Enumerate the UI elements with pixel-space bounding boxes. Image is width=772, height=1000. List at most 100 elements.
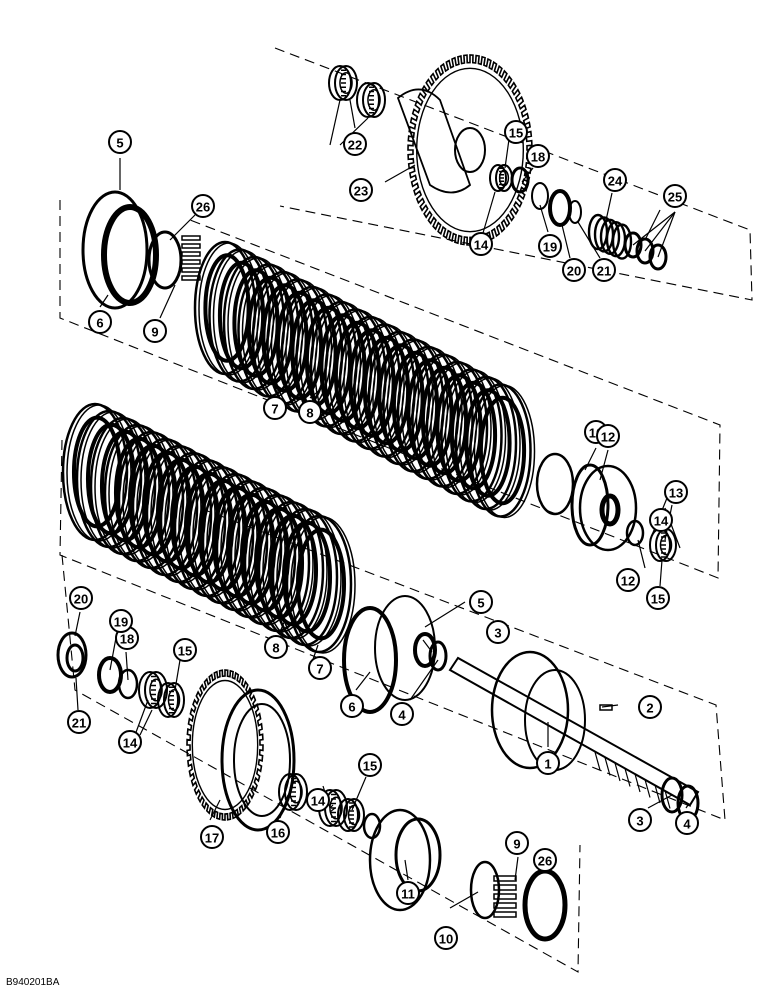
leader-line-34 bbox=[125, 651, 129, 681]
callout-number: 7 bbox=[271, 402, 278, 417]
race-20-lower bbox=[56, 631, 88, 679]
seal-ring-3-lower bbox=[413, 632, 437, 668]
callout-number: 14 bbox=[311, 794, 326, 809]
leader-line-18 bbox=[449, 891, 479, 909]
callout-number: 21 bbox=[597, 264, 611, 279]
callout-15: 15 bbox=[173, 638, 197, 662]
leader-line-35 bbox=[539, 204, 549, 233]
callout-8: 8 bbox=[298, 400, 322, 424]
callout-number: 9 bbox=[513, 837, 520, 852]
seal-ring-25c bbox=[648, 243, 668, 271]
callout-circle bbox=[638, 695, 662, 719]
boundary-frame-4 bbox=[61, 554, 581, 973]
callout-circle bbox=[562, 258, 586, 282]
leader-branch-8 bbox=[329, 807, 336, 813]
leader-line-11 bbox=[274, 384, 291, 393]
callout-number: 12 bbox=[601, 430, 615, 445]
callout-12: 12 bbox=[616, 568, 640, 592]
callout-circle bbox=[306, 788, 330, 812]
piston-6-lower bbox=[342, 606, 398, 714]
callout-7: 7 bbox=[308, 656, 332, 680]
leader-line-4 bbox=[422, 639, 433, 653]
drawn-parts bbox=[56, 54, 700, 942]
callout-leader-lines bbox=[74, 99, 689, 909]
backing-plate-13 bbox=[570, 463, 610, 547]
callout-number: 3 bbox=[494, 626, 501, 641]
clutch-drum-17-inner bbox=[233, 703, 291, 817]
callout-22: 22 bbox=[343, 132, 367, 156]
needle-bearing-22a bbox=[328, 65, 358, 101]
leader-line-3 bbox=[647, 794, 673, 809]
bearing-14-lower bbox=[138, 671, 168, 709]
callout-number: 14 bbox=[654, 514, 669, 529]
callout-circle bbox=[469, 590, 493, 614]
callout-circle bbox=[200, 825, 224, 849]
callout-number: 15 bbox=[363, 759, 377, 774]
leader-branch-9 bbox=[139, 709, 153, 736]
callout-1: 1 bbox=[536, 751, 560, 775]
spring-24-coil-5 bbox=[611, 223, 633, 260]
ring-21-lower bbox=[65, 643, 85, 673]
retainer-18-top bbox=[510, 166, 530, 194]
callout-number: 3 bbox=[636, 814, 643, 829]
callout-circle bbox=[390, 702, 414, 726]
spring-9-5 bbox=[181, 267, 201, 273]
callout-circle bbox=[67, 710, 91, 734]
callout-circle bbox=[143, 319, 167, 343]
callout-circle bbox=[616, 568, 640, 592]
boundary-frame-3 bbox=[59, 439, 726, 821]
leader-line-21 bbox=[599, 449, 609, 481]
dashed-boundary-frames bbox=[59, 47, 753, 973]
bearing-15-lower bbox=[157, 682, 185, 718]
leader-line-29 bbox=[174, 659, 181, 691]
callout-number: 19 bbox=[543, 240, 557, 255]
callout-number: 14 bbox=[474, 238, 489, 253]
pin-2 bbox=[599, 704, 613, 711]
leader-line-16 bbox=[514, 856, 519, 881]
callout-10: 10 bbox=[434, 926, 458, 950]
callout-circle bbox=[266, 820, 290, 844]
callout-circle bbox=[173, 638, 197, 662]
shaft-1 bbox=[448, 656, 700, 807]
seal-ring-5-lower bbox=[374, 595, 436, 701]
callout-number: 16 bbox=[271, 826, 285, 841]
callout-13: 13 bbox=[664, 480, 688, 504]
callout-9: 9 bbox=[143, 319, 167, 343]
callout-5: 5 bbox=[108, 130, 132, 154]
bearing-14-top bbox=[489, 164, 513, 192]
hub-11-spline bbox=[394, 817, 442, 893]
shaft-1-spline-1 bbox=[594, 751, 601, 771]
callout-circle bbox=[298, 400, 322, 424]
callout-19: 19 bbox=[538, 234, 562, 258]
callout-number: 24 bbox=[608, 174, 623, 189]
spring-9-4 bbox=[181, 259, 201, 265]
callout-20: 20 bbox=[562, 258, 586, 282]
piston-6-inner bbox=[101, 204, 159, 306]
boundary-frame-1 bbox=[274, 47, 753, 301]
leader-line-40 bbox=[75, 677, 79, 711]
callout-23: 23 bbox=[349, 178, 373, 202]
callout-number: 4 bbox=[398, 708, 406, 723]
callout-number: 23 bbox=[354, 184, 368, 199]
gear-23 bbox=[407, 54, 533, 246]
callout-number: 25 bbox=[668, 190, 682, 205]
callout-number: 5 bbox=[477, 596, 484, 611]
callout-circle bbox=[88, 310, 112, 334]
drawing-reference-code: B940201BA bbox=[6, 977, 60, 988]
callout-number: 26 bbox=[196, 200, 210, 215]
callout-14: 14 bbox=[469, 232, 493, 256]
callout-circle bbox=[504, 120, 528, 144]
callout-circle bbox=[349, 178, 373, 202]
snap-ring-12-upper bbox=[625, 519, 645, 547]
spring-9-1 bbox=[181, 235, 201, 241]
callout-number: 26 bbox=[538, 854, 552, 869]
callout-number: 18 bbox=[531, 150, 545, 165]
callout-11: 11 bbox=[396, 881, 420, 905]
lower-clutch-disc-17 bbox=[285, 514, 356, 654]
leader-line-13 bbox=[309, 389, 321, 399]
shaft-1-spline-7 bbox=[654, 784, 661, 804]
leader-line-17 bbox=[584, 447, 597, 471]
callout-6: 6 bbox=[88, 310, 112, 334]
shaft-1-spline-2 bbox=[604, 757, 611, 776]
callout-15: 15 bbox=[358, 753, 382, 777]
